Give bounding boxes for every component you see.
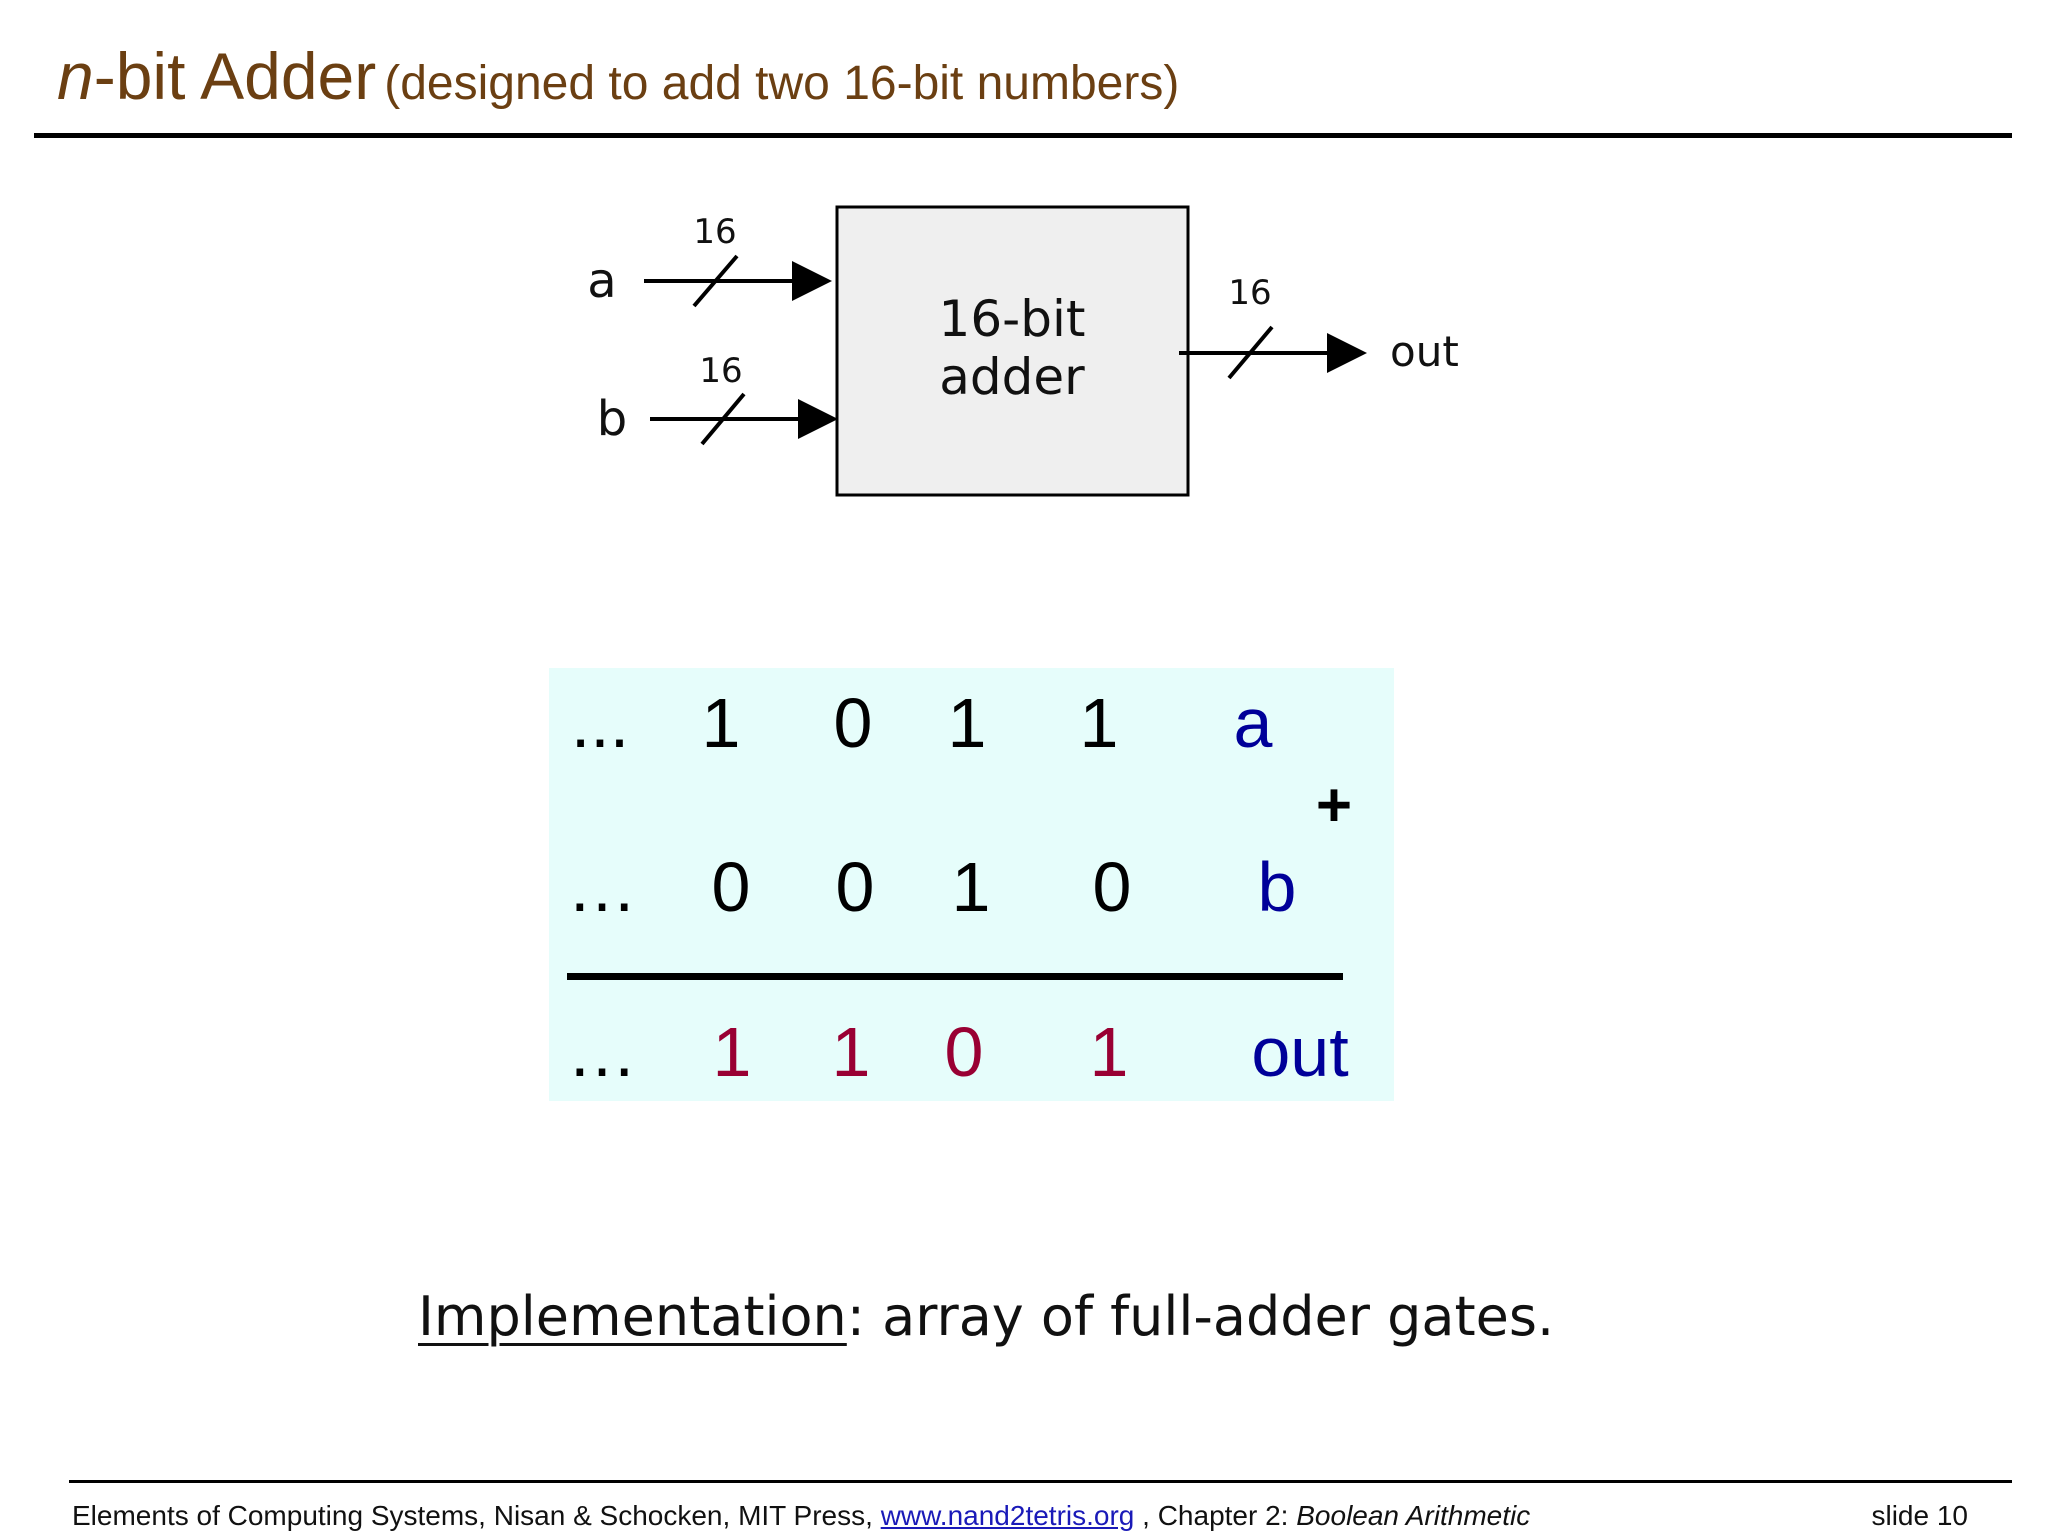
input-b-label: b xyxy=(597,391,627,447)
row-b-bit: 0 xyxy=(1092,848,1132,926)
footer-link[interactable]: www.nand2tetris.org xyxy=(880,1500,1135,1531)
row-a-bit: 1 xyxy=(947,684,987,762)
slide-number: slide 10 xyxy=(1871,1500,1968,1531)
plus-sign: + xyxy=(1315,771,1353,840)
row-out-bit: 0 xyxy=(944,1013,984,1091)
binary-addition-example xyxy=(549,668,1394,1101)
title-main: -bit Adder xyxy=(93,39,377,113)
title-underline xyxy=(34,133,2012,138)
row-b-bit: 0 xyxy=(711,848,751,926)
row-out-bit: 1 xyxy=(831,1013,871,1091)
row-a-ellipsis: ... xyxy=(570,684,630,762)
row-a-label: a xyxy=(1233,684,1273,762)
row-b-ellipsis: … xyxy=(567,848,637,926)
implementation-text: : array of full-adder gates. xyxy=(846,1285,1555,1348)
row-out-bit: 1 xyxy=(1089,1013,1129,1091)
adder-box xyxy=(835,205,1190,497)
adder-box-line1: 16-bit xyxy=(939,290,1086,348)
input-b-bus-slash xyxy=(700,392,746,446)
implementation-label: Implementation xyxy=(418,1285,847,1348)
row-out-bit: 1 xyxy=(712,1013,752,1091)
row-out-ellipsis: … xyxy=(567,1013,637,1091)
adder-block-diagram: 16-bit adder a 16 b 16 16 out xyxy=(587,205,1459,497)
title-n: n xyxy=(57,39,94,113)
row-b-bit: 1 xyxy=(951,848,991,926)
implementation-note: Implementation: array of full-adder gate… xyxy=(418,1285,1554,1348)
slide-title: n-bit Adder(designed to add two 16-bit n… xyxy=(57,38,1179,114)
input-b-width: 16 xyxy=(699,351,742,391)
input-a-width: 16 xyxy=(693,212,736,252)
input-a-label: a xyxy=(587,253,616,309)
sum-line xyxy=(567,973,1343,980)
adder-box-line2: adder xyxy=(939,348,1085,406)
row-b-label: b xyxy=(1257,848,1297,926)
footer-divider xyxy=(69,1480,2012,1483)
row-a-bit: 1 xyxy=(1079,684,1119,762)
footer-text-middle: , Chapter 2: xyxy=(1134,1500,1297,1531)
output-bus-slash xyxy=(1227,325,1274,380)
footer-text-before: Elements of Computing Systems, Nisan & S… xyxy=(72,1500,881,1531)
row-out-label: out xyxy=(1251,1013,1349,1091)
row-b-bit: 0 xyxy=(835,848,875,926)
output-width: 16 xyxy=(1228,273,1271,313)
title-subtitle: (designed to add two 16-bit numbers) xyxy=(384,57,1180,110)
input-a-bus-slash xyxy=(692,254,739,308)
footer-chapter: Boolean Arithmetic xyxy=(1296,1500,1531,1531)
row-a-bit: 0 xyxy=(833,684,873,762)
footer-citation: Elements of Computing Systems, Nisan & S… xyxy=(72,1500,1530,1532)
row-a-bit: 1 xyxy=(701,684,741,762)
output-label: out xyxy=(1390,327,1459,376)
